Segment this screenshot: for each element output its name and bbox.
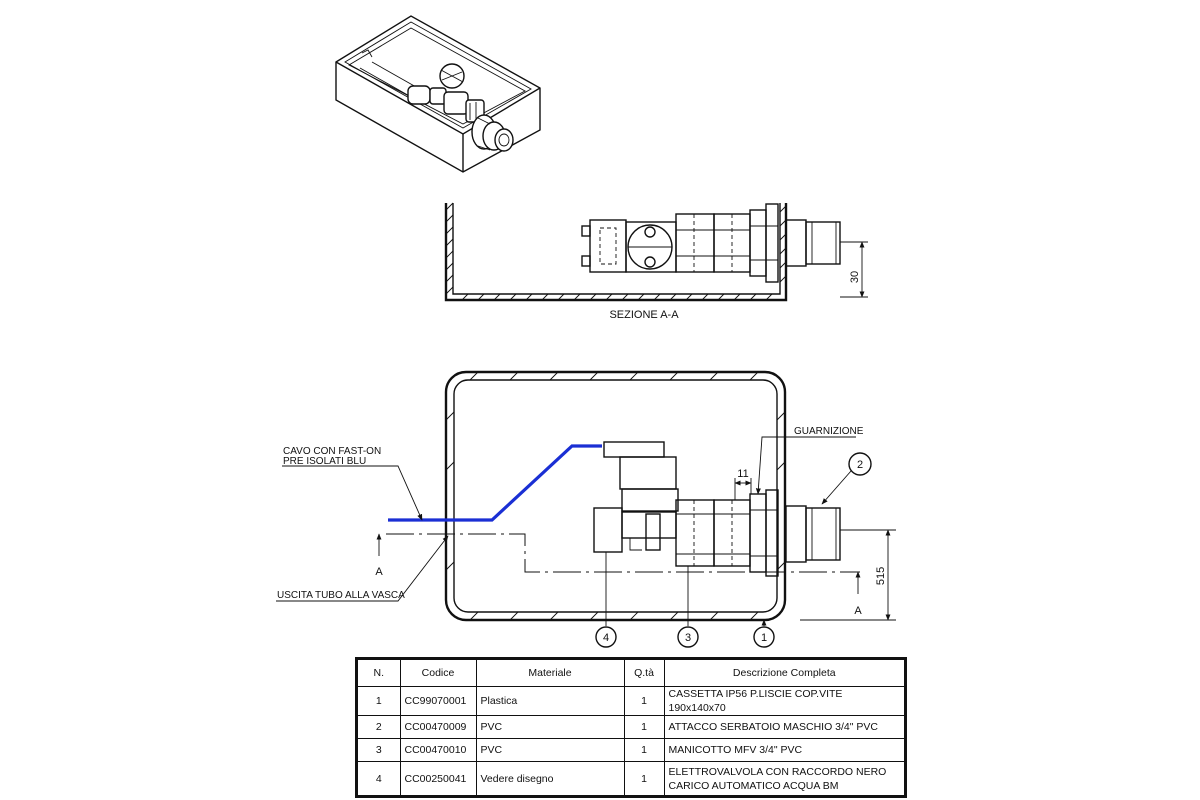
bom-cell-code: CC00470010 [399, 738, 477, 762]
bom-cell-qty: 1 [623, 738, 665, 762]
bom-cell-code: CC99070001 [399, 686, 477, 716]
bom-row: 3 CC00470010 PVC 1 MANICOTTO MFV 3/4" PV… [358, 738, 904, 762]
section-marker-right: A [854, 605, 862, 617]
dimension-515: 515 [875, 567, 887, 585]
isometric-view [335, 15, 541, 173]
blue-cable [388, 444, 602, 522]
section-marker-left: A [375, 566, 383, 578]
bom-table: N. Codice Materiale Q.tà Descrizione Com… [358, 660, 904, 795]
bom-cell-n: 2 [358, 715, 401, 739]
bom-cell-description: MANICOTTO MFV 3/4" PVC [663, 738, 904, 762]
callout-gasket: GUARNIZIONE [794, 426, 864, 437]
bom-header-code: Codice [399, 660, 477, 687]
balloon-4: 4 [603, 632, 609, 644]
bom-cell-n: 1 [358, 686, 401, 716]
callout-cable-line1: CAVO CON FAST-ON [283, 446, 381, 457]
bom-header-n: N. [358, 660, 401, 687]
bill-of-materials: N. Codice Materiale Q.tà Descrizione Com… [355, 657, 907, 798]
front-view: A A 515 11 CAVO CON FAST-ON PRE ISOLATI … [276, 370, 896, 648]
balloon-1: 1 [761, 632, 767, 644]
section-label: SEZIONE A-A [609, 309, 679, 321]
bom-header-description: Descrizione Completa [663, 660, 904, 687]
dimension-11: 11 [737, 468, 748, 480]
section-hatching [445, 202, 787, 301]
bom-cell-material: PVC [475, 715, 625, 739]
bom-cell-material: Vedere disegno [475, 761, 625, 795]
bom-cell-description: ATTACCO SERBATOIO MASCHIO 3/4" PVC [663, 715, 904, 739]
balloon-2: 2 [857, 459, 863, 471]
bom-cell-code: CC00470009 [399, 715, 477, 739]
bom-cell-qty: 1 [623, 715, 665, 739]
bom-cell-n: 4 [358, 761, 401, 795]
iso-valve [407, 63, 485, 123]
bom-row: 4 CC00250041 Vedere disegno 1 ELETTROVAL… [358, 761, 904, 795]
bom-header-qty: Q.tà [623, 660, 665, 687]
section-view: 30 SEZIONE A-A [444, 202, 868, 321]
bom-header-material: Materiale [475, 660, 625, 687]
bom-row: 2 CC00470009 PVC 1 ATTACCO SERBATOIO MAS… [358, 715, 904, 739]
balloon-3: 3 [685, 632, 691, 644]
bom-header-row: N. Codice Materiale Q.tà Descrizione Com… [358, 660, 904, 687]
bom-cell-qty: 1 [623, 761, 665, 795]
bom-cell-code: CC00250041 [399, 761, 477, 795]
dimension-30: 30 [849, 271, 861, 283]
bom-cell-description: CASSETTA IP56 P.LISCIE COP.VITE 190x140x… [663, 686, 904, 716]
iso-outlet-fitting [471, 114, 514, 152]
callout-outlet: USCITA TUBO ALLA VASCA [277, 590, 405, 601]
bom-cell-n: 3 [358, 738, 401, 762]
bom-cell-description: ELETTROVALVOLA CON RACCORDO NERO CARICO … [663, 761, 904, 795]
callout-cable-line2: PRE ISOLATI BLU [283, 456, 366, 467]
bom-row: 1 CC99070001 Plastica 1 CASSETTA IP56 P.… [358, 686, 904, 716]
bom-cell-material: Plastica [475, 686, 625, 716]
bom-cell-material: PVC [475, 738, 625, 762]
bom-cell-qty: 1 [623, 686, 665, 716]
